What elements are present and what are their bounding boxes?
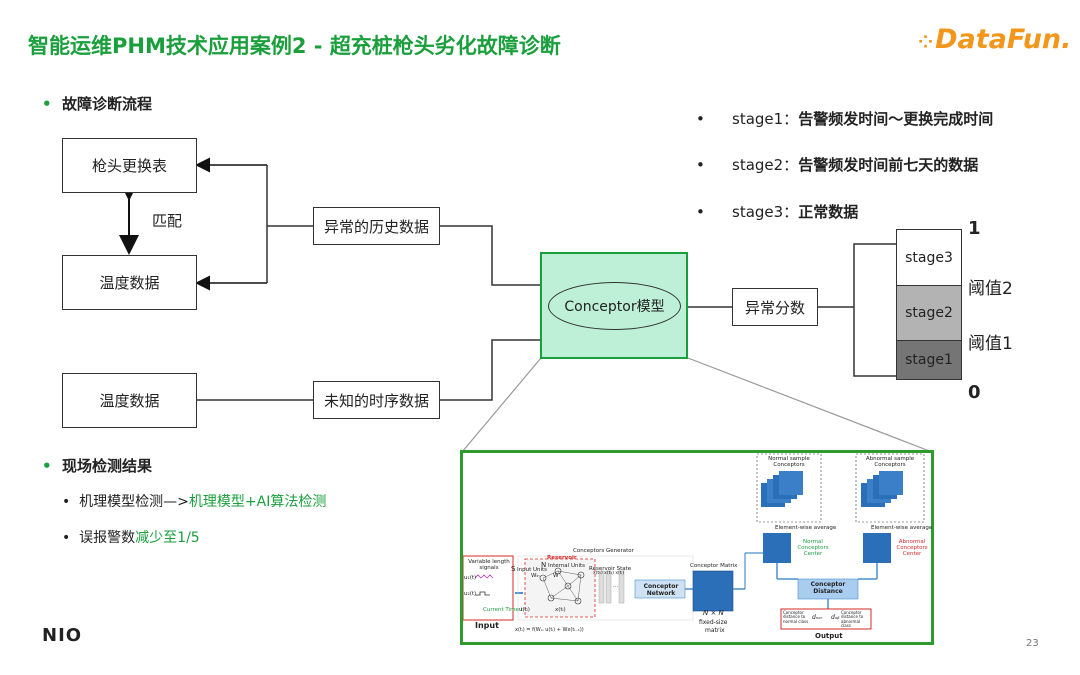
conceptor-network-label: Conceptor Network <box>643 583 679 597</box>
conceptor-model-block: Conceptor模型 <box>540 252 688 359</box>
w-label: W <box>553 573 559 579</box>
input-title: Variable length signals <box>468 559 510 572</box>
logo-dots-icon: ⁘ <box>918 32 934 53</box>
output-label: Output <box>815 632 843 640</box>
reservoir-label: Reservoir <box>547 555 577 561</box>
xt-label: x(tᵢ) <box>555 607 566 613</box>
ut-label: u(tᵢ) <box>519 607 530 613</box>
input-units-label: Input Units <box>517 567 548 573</box>
result-item-2: • 误报警数减少至1/5 <box>62 530 200 546</box>
match-label: 匹配 <box>152 212 183 230</box>
stage1-segment: stage1 <box>896 340 962 380</box>
conceptor-distance-label: Conceptor Distance <box>810 581 846 595</box>
n-symbol: N <box>541 561 547 569</box>
conceptor-architecture-figure: Variable length signals u₁(t) u₂(t) Curr… <box>460 450 934 645</box>
result-item-1: • 机理模型检测—>机理模型+AI算法检测 <box>62 494 327 510</box>
dist-normal-label: Conceptor distance to normal class <box>783 610 809 624</box>
generator-title: Conceptors Generator <box>573 548 634 554</box>
logo-text: DataFun. <box>935 24 1072 55</box>
bullet-icon: • <box>42 95 52 113</box>
elementwise-label-abnormal: Element-wise average <box>871 525 933 531</box>
bullet-icon: • <box>42 457 52 475</box>
u1-label: u₁(t) <box>464 575 477 581</box>
threshold2-label: 阈值2 <box>968 279 1013 299</box>
u2-label: u₂(t) <box>464 591 477 597</box>
reservoir-state-label: Reservoir State <box>589 566 632 572</box>
dist-abnormal-label: Conceptor distance to abnormal class <box>841 610 864 629</box>
s-symbol: S <box>511 565 516 573</box>
scale-bottom: 0 <box>968 382 981 403</box>
equation: x(tᵢ) = f(Wᵢₙ u(tᵢ) + Wx(tᵢ₋₁)) <box>515 627 584 633</box>
conceptor-matrix-label: Conceptor Matrix <box>690 563 738 569</box>
w-in-label: Wᵢₙ <box>531 573 540 579</box>
abnormal-sample-label: Abnormal sample Conceptors <box>865 456 915 469</box>
scale-top: 1 <box>968 218 981 239</box>
input-label: Input <box>475 621 499 630</box>
threshold1-label: 阈值1 <box>968 334 1013 354</box>
nio-logo: NIO <box>42 625 83 646</box>
abnormal-history-box: 异常的历史数据 <box>313 207 440 245</box>
anomaly-score-box: 异常分数 <box>732 288 818 326</box>
stage2-segment: stage2 <box>896 285 962 341</box>
section-heading-text: 现场检测结果 <box>62 457 153 475</box>
fixed-size-label: fixed-size <box>699 619 728 626</box>
dots-label: ··· <box>613 584 619 590</box>
internal-units-label: Internal Units <box>548 563 586 569</box>
conceptor-model-ellipse: Conceptor模型 <box>548 282 681 330</box>
unknown-series-box: 未知的时序数据 <box>313 381 440 419</box>
current-time-label: Current Time tᵢ <box>483 607 524 613</box>
section-heading-results: • 现场检测结果 <box>42 455 152 476</box>
architecture-graphics <box>463 453 925 630</box>
normal-center-label: Normal Conceptors Center <box>797 539 829 558</box>
d-nor-label: dₙₒᵣ <box>812 614 823 621</box>
elementwise-label-normal: Element-wise average <box>775 525 837 531</box>
replace-table-box: 枪头更换表 <box>62 138 197 193</box>
page-number: 23 <box>1026 638 1039 649</box>
unknown-temp-box: 温度数据 <box>62 373 197 428</box>
section-heading-text: 故障诊断流程 <box>62 95 153 113</box>
stage1-desc: •stage1：告警频发时间～更换完成时间 <box>696 110 994 128</box>
section-heading-diagnosis: • 故障诊断流程 <box>42 93 152 114</box>
stage2-desc: •stage2：告警频发时间前七天的数据 <box>696 156 979 174</box>
stage3-desc: •stage3：正常数据 <box>696 203 859 221</box>
d-ab-label: dₐᵦ <box>831 614 840 621</box>
page-title: 智能运维PHM技术应用案例2 - 超充桩枪头劣化故障诊断 <box>28 34 561 58</box>
abnormal-center-label: Abnormal Conceptors Center <box>896 539 928 558</box>
temp-data-box: 温度数据 <box>62 255 197 310</box>
matrix-label: matrix <box>705 627 725 634</box>
datafun-logo: ⁘DataFun. <box>918 24 1071 55</box>
states-label: x(t₁) x(t₂) x(tᵢ) <box>593 571 625 576</box>
normal-sample-label: Normal sample Conceptors <box>768 456 810 469</box>
nxn-label: N × N <box>703 609 724 617</box>
stage3-segment: stage3 <box>896 229 962 286</box>
